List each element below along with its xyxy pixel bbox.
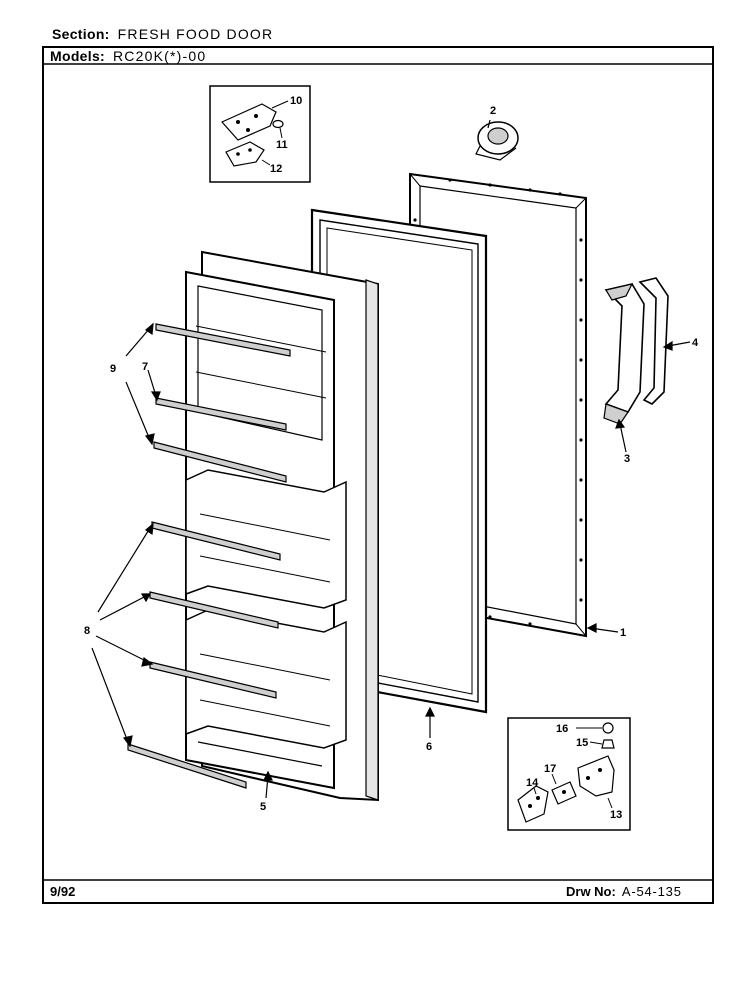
models-header: Models: RC20K(*)-00 [50, 48, 206, 64]
callout-5: 5 [260, 801, 266, 813]
section-label: Section: [52, 26, 110, 42]
hinge-washer-small [602, 722, 614, 734]
callout-16: 16 [556, 723, 568, 735]
callout-8: 8 [84, 625, 90, 637]
footer-drawing-number: Drw No: A-54-135 [566, 884, 682, 899]
bottom-hinge-inset [507, 717, 631, 831]
door-plug [475, 121, 519, 161]
bottom-hinge [577, 755, 615, 797]
callout-17: 17 [544, 763, 556, 775]
bottom-hinge-bracket [517, 785, 549, 823]
callout-15: 15 [576, 737, 588, 749]
shelf-bar [149, 661, 277, 699]
section-header: Section: FRESH FOOD DOOR [52, 26, 273, 42]
callout-7: 7 [142, 361, 148, 373]
hinge-washer [272, 119, 284, 129]
inner-door-liner [185, 250, 379, 802]
shelf-bar [153, 441, 287, 483]
callout-1: 1 [620, 627, 626, 639]
callout-10: 10 [290, 95, 302, 107]
date-text: 9/92 [50, 884, 76, 899]
hinge-bushing [601, 739, 615, 749]
models-value: RC20K(*)-00 [113, 48, 207, 64]
drawing-number: A-54-135 [621, 884, 682, 899]
callout-11: 11 [276, 139, 288, 151]
models-label: Models: [50, 48, 105, 64]
callout-3: 3 [624, 453, 630, 465]
top-hinge-plate [221, 103, 277, 141]
shelf-bars [127, 323, 291, 789]
hinge-shim [225, 141, 265, 167]
top-hinge-inset [209, 85, 311, 183]
callout-6: 6 [426, 741, 432, 753]
callout-14: 14 [526, 777, 539, 789]
section-value: FRESH FOOD DOOR [117, 26, 274, 42]
footer-date: 9/92 [50, 884, 75, 899]
shelf-bar [155, 323, 291, 357]
shelf-bar [127, 743, 247, 789]
drawing-label: Drw No: [566, 884, 616, 899]
callout-9: 9 [110, 363, 116, 375]
door-handle [603, 277, 669, 425]
callout-4: 4 [692, 337, 699, 349]
callout-12: 12 [270, 163, 282, 175]
diagram-frame [42, 46, 714, 904]
shelf-bar [155, 397, 287, 431]
callout-2: 2 [490, 105, 496, 117]
shelf-bar [149, 591, 279, 629]
handle-trim [638, 277, 669, 405]
leader-lines [91, 119, 691, 799]
callout-13: 13 [610, 809, 622, 821]
